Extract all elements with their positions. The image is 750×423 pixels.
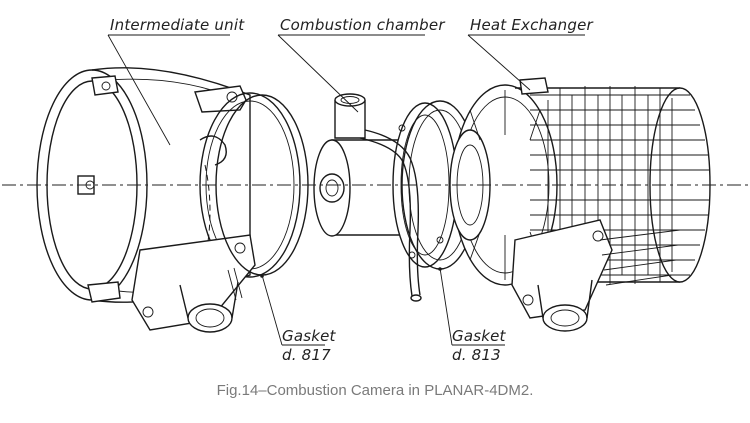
label-gasket-813-title: Gasket: [452, 327, 506, 345]
intermediate-unit-part: [36, 67, 301, 333]
heat-exchanger-part: [449, 77, 711, 332]
label-gasket-817-size: d. 817: [282, 346, 331, 364]
label-gasket-817-title: Gasket: [282, 327, 336, 345]
label-combustion-chamber: Combustion chamber: [280, 16, 445, 34]
figure-caption: Fig.14–Combustion Camera in PLANAR-4DM2.: [216, 382, 534, 399]
label-intermediate-unit: Intermediate unit: [110, 16, 245, 34]
combustion-chamber-part: [313, 93, 458, 302]
label-heat-exchanger: Heat Exchanger: [470, 16, 593, 34]
label-leader-lines: [107, 34, 585, 346]
label-gasket-813-size: d. 813: [452, 346, 501, 364]
